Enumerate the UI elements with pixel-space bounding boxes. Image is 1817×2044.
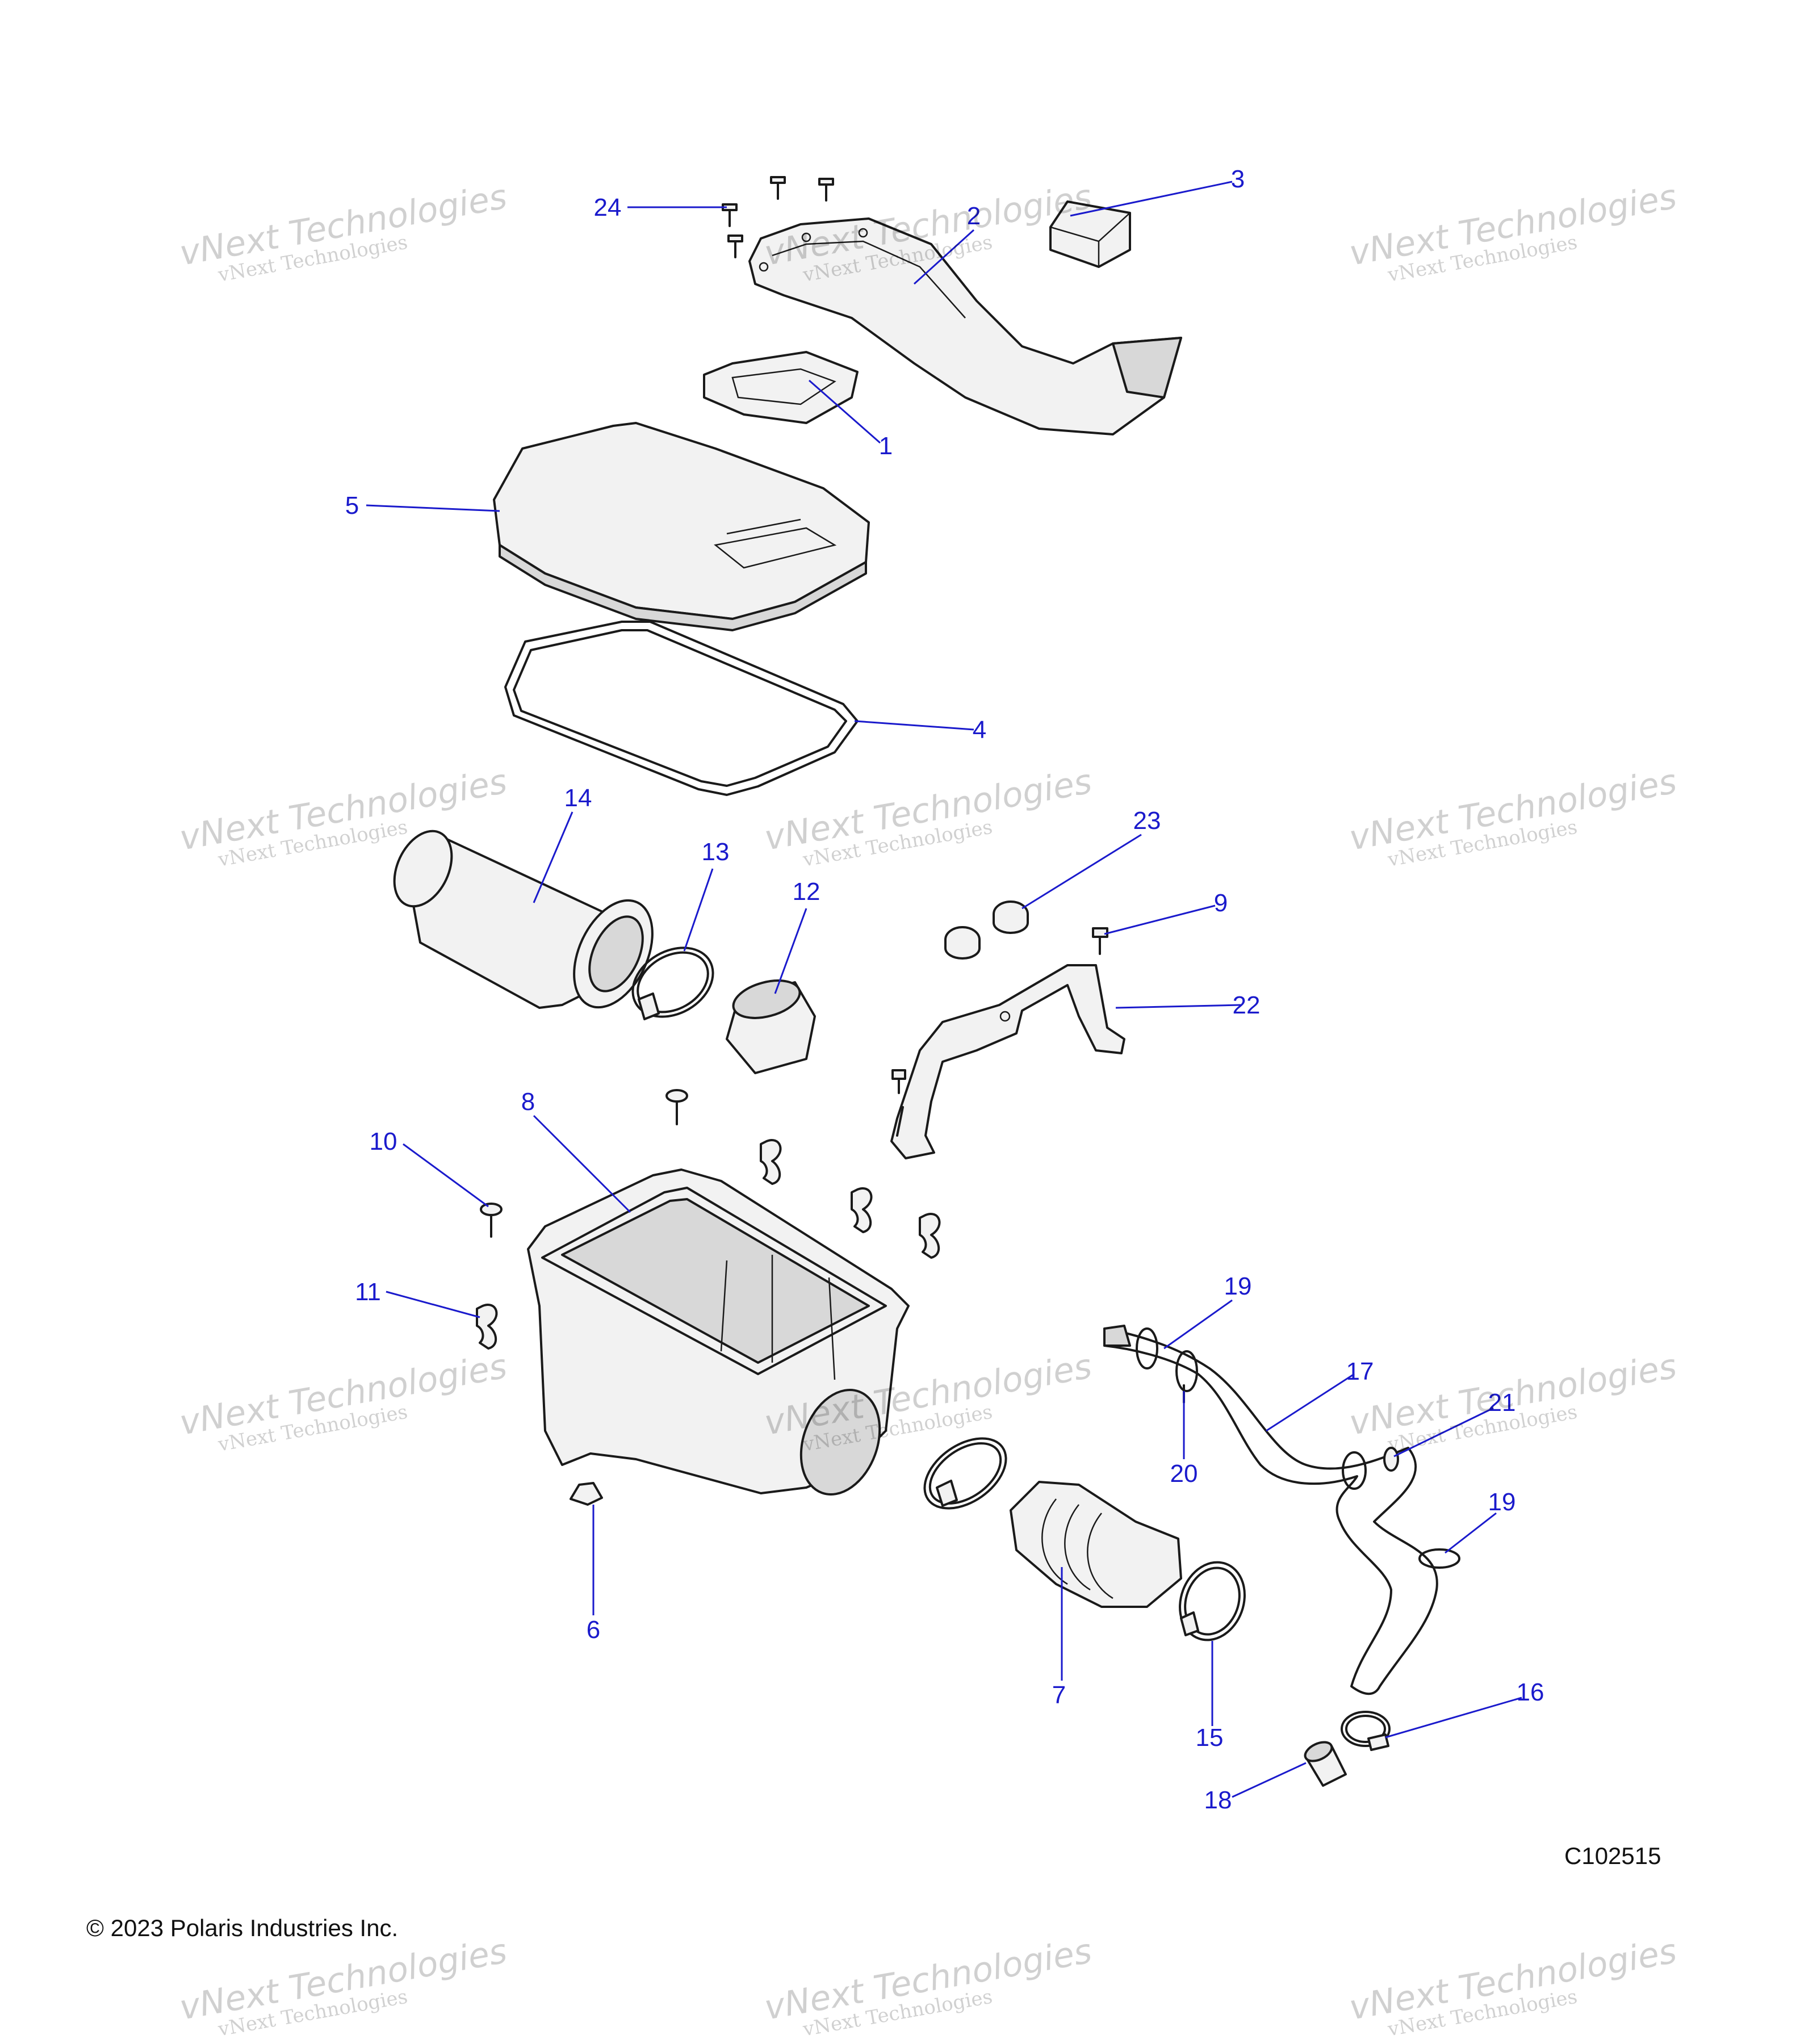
part-airbox-cover [493,422,870,631]
leader-line-21 [1393,1407,1494,1457]
part-center-screw [665,1089,688,1125]
leader-line-12 [774,908,807,994]
leader-line-11 [386,1291,480,1318]
callout-14: 14 [564,784,592,812]
callout-3: 3 [1231,165,1245,193]
part-intake-duct [748,217,1182,435]
callout-19a: 19 [1224,1272,1252,1300]
callout-21: 21 [1488,1389,1516,1417]
callout-2: 2 [967,202,981,230]
leader-line-3 [1070,181,1233,217]
part-airbox-screw [480,1203,503,1238]
leader-line-2 [913,229,975,285]
leader-line-18 [1232,1762,1307,1798]
part-screws-top [722,176,834,258]
callout-9: 9 [1214,889,1228,917]
callout-24: 24 [594,194,622,221]
leader-line-13 [683,868,714,952]
callout-15: 15 [1196,1724,1224,1752]
leader-line-17 [1266,1373,1355,1432]
callout-6: 6 [587,1616,600,1644]
leader-line-14 [533,811,573,903]
leader-line-22 [1115,1004,1241,1009]
copyright-text: © 2023 Polaris Industries Inc. [86,1915,399,1941]
part-duct-gasket [703,351,859,424]
part-bracket-screw [891,1069,906,1094]
callout-4: 4 [973,716,986,744]
callout-20: 20 [1170,1460,1198,1488]
part-outlet-boot [1010,1481,1182,1608]
leader-line-10 [403,1143,489,1208]
leader-lines [366,181,1522,1798]
part-tube-clamps [1136,1327,1460,1569]
callout-17: 17 [1346,1358,1374,1385]
part-bracket [890,964,1125,1159]
callout-1: 1 [879,432,893,460]
drawing-id: C102515 [1564,1842,1661,1869]
part-tube-plug [1304,1741,1347,1787]
part-foam-block [1049,200,1131,268]
callout-7: 7 [1052,1681,1066,1709]
leader-line-8 [533,1115,631,1213]
callout-10: 10 [370,1128,397,1155]
leader-line-19b [1445,1512,1497,1554]
callout-23: 23 [1133,807,1161,835]
part-breather-tube [1103,1325,1438,1695]
part-sleeve [726,979,816,1074]
callout-labels: 1234567891011121314151617181919202122232… [345,165,1544,1814]
callout-19b: 19 [1488,1488,1516,1516]
leader-line-5 [366,504,500,512]
leader-line-9 [1104,904,1216,935]
callout-13: 13 [702,838,730,866]
leader-line-16 [1385,1697,1522,1739]
callout-12: 12 [793,878,820,906]
leader-line-4 [854,720,974,731]
part-air-filter [393,830,654,1009]
leader-line-19a [1163,1299,1233,1350]
callout-18: 18 [1204,1786,1232,1814]
callout-8: 8 [521,1088,535,1116]
part-small-clamp [1341,1711,1391,1751]
part-drain-grommet [570,1482,603,1506]
part-airbox-housing [527,1168,910,1496]
callout-16: 16 [1517,1678,1544,1706]
part-bracket-bolt [1092,927,1108,955]
part-airbox-seal [504,621,859,796]
part-clips [476,1139,941,1350]
leader-line-23 [1021,833,1142,910]
part-plugs [944,900,1029,960]
callout-11: 11 [355,1278,381,1306]
part-filter-clamp [631,946,714,1020]
callout-22: 22 [1233,991,1261,1019]
callout-5: 5 [345,492,359,520]
leader-line-1 [809,379,881,444]
part-outlet-clamps [923,1437,1246,1641]
